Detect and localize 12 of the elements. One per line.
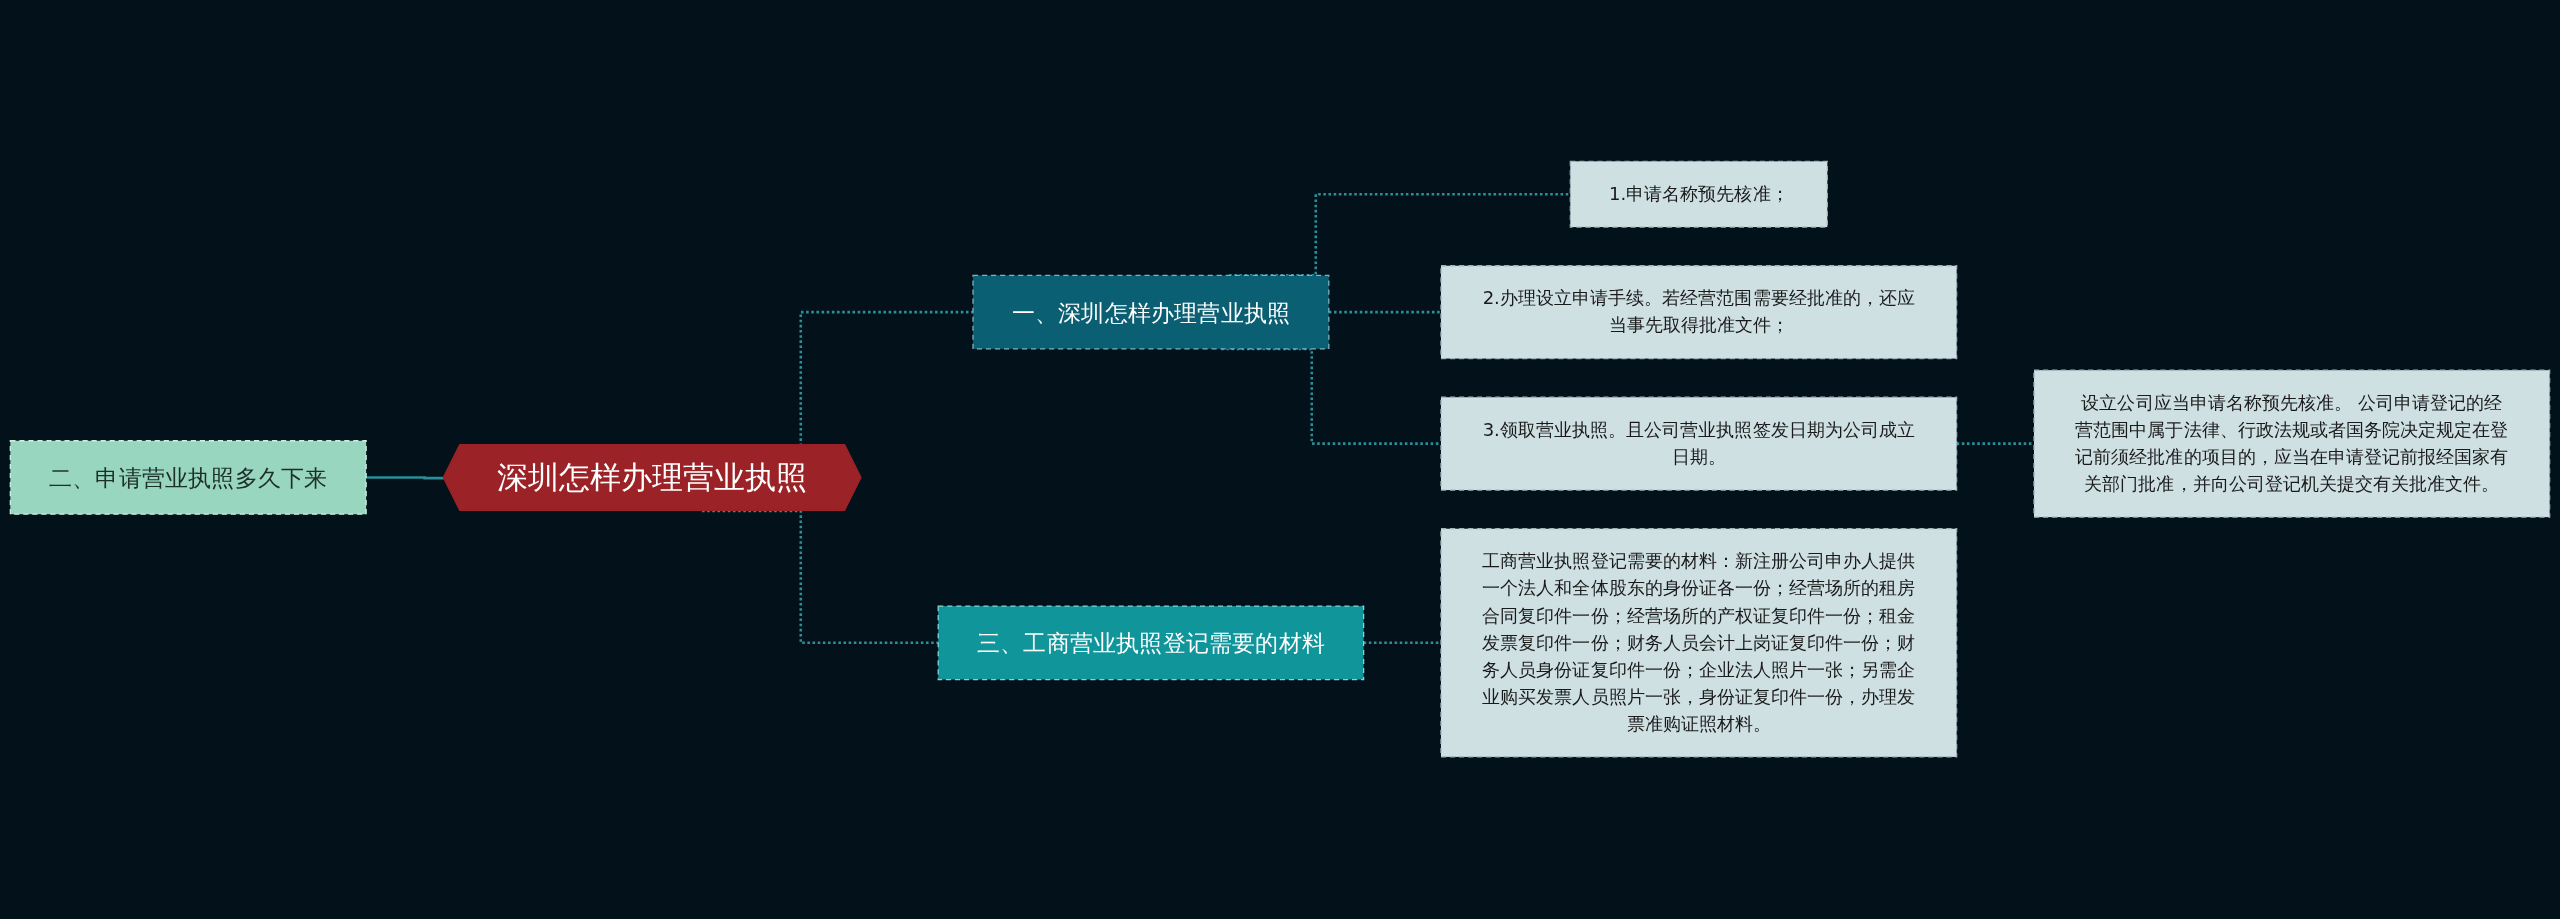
- node-box: 2.办理设立申请手续。若经营范围需要经批准的，还应当事先取得批准文件；: [1440, 265, 1958, 360]
- connector: [1956, 442, 2034, 446]
- node-box: 二、申请营业执照多久下来: [9, 440, 367, 516]
- node-box: 一、深圳怎样办理营业执照: [972, 275, 1330, 350]
- node-box: 1.申请名称预先核准；: [1569, 161, 1828, 229]
- node-box: 三、工商营业执照登记需要的材料: [937, 605, 1365, 681]
- node-box: 工商营业执照登记需要的材料：新注册公司申办人提供一个法人和全体股东的身份证各一份；经营场所的租房合同复印件一份；经营场所的产权证复印件一份；租金发票复印件一份；财务人员会计上岗证复印件一份；财务人员身份证复印件一份；企业法人照片一张；另需企业购买发票人员照片一张，身份证复印件一份，办理发票准购证照材料。: [1440, 528, 1958, 758]
- node-box: 3.领取营业执照。且公司营业执照签发日期为公司成立日期。: [1440, 396, 1958, 492]
- connector: [1363, 641, 1441, 645]
- node-box: 设立公司应当申请名称预先核准。 公司申请登记的经营范围中属于法律、行政法规或者国务院决定规定在登记前须经批准的项目的，应当在申请登记前报经国家有关部门批准，并向公司登记机关提交有关批准文件。: [2033, 369, 2551, 519]
- connector: [1328, 311, 1441, 314]
- connector: [366, 476, 445, 480]
